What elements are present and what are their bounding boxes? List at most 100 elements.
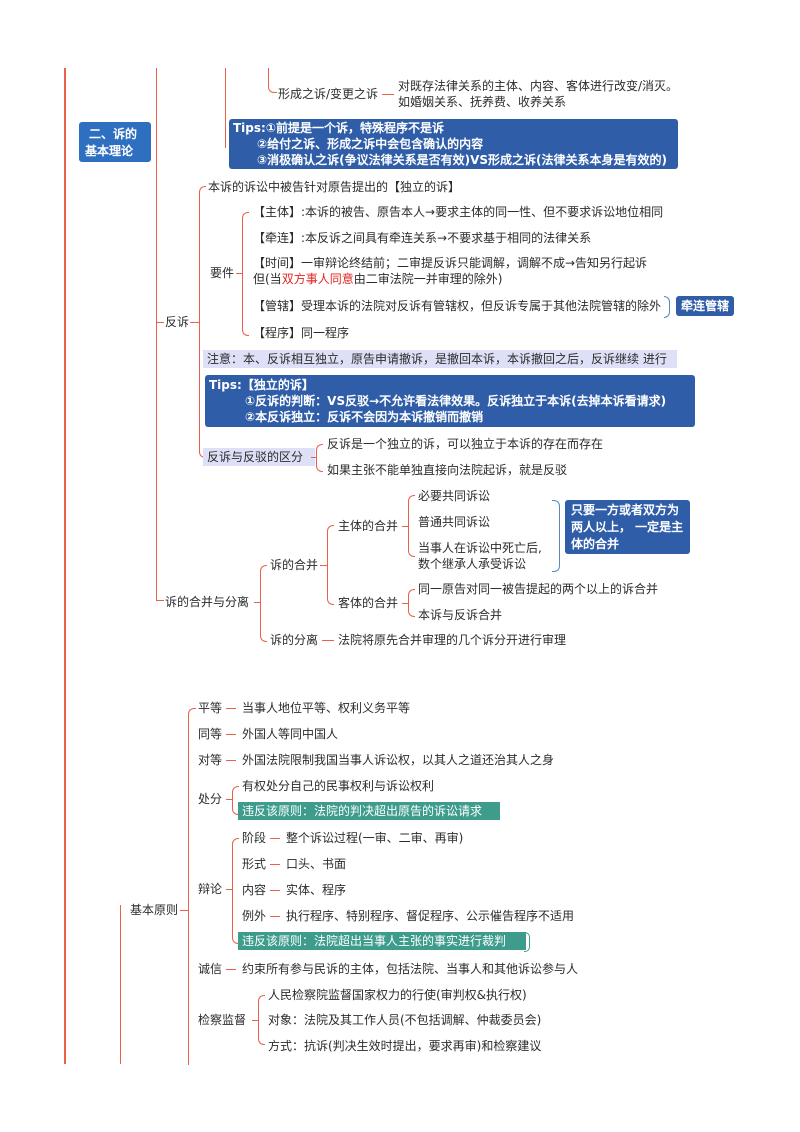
elements-label: 要件 (210, 266, 235, 280)
debate-exception-label: 例外 (242, 909, 267, 923)
time-suffix: 由二审法院一并审理的除外) (353, 272, 503, 286)
subject-note-bracket (552, 500, 560, 572)
reciprocal-label: 对等 (198, 753, 223, 767)
supervision-item-3: 方式：抗诉(判决生效时提出，要求再审)和检察建议 (268, 1039, 542, 1053)
supervision-label: 检察监督 (198, 1013, 247, 1027)
disposal-violation-text: 违反该原则：法院的判决超出原告的诉讼请求 (242, 804, 483, 818)
element-time-line2: 但(当双方事人同意由二审法院一并审理的除外) (253, 271, 502, 287)
debate-violation-bracket (524, 932, 530, 952)
supervision-brace (258, 995, 265, 1045)
object-merge-brace (408, 589, 415, 617)
section-title-box: 二、诉的 基本理论 (79, 122, 151, 162)
subject-note-line3: 体的合并 (571, 537, 620, 551)
element-subject: 【主体】:本诉的被告、原告本人→要求主体的同一性、但不要求诉讼地位相同 (253, 205, 664, 219)
subject-merge-label: 主体的合并 (338, 519, 399, 533)
debate-violation-text: 违反该原则：法院超出当事人主张的事实进行裁判 (242, 934, 507, 948)
merge-sub-brace (327, 525, 334, 605)
equality-desc: 当事人地位平等、权利义务平等 (242, 701, 411, 715)
counterclaim-brace (199, 186, 206, 458)
equality-label: 平等 (198, 701, 223, 715)
subject-item-3: 当事人在诉讼中死亡后, (418, 541, 542, 555)
debate-stem (226, 889, 232, 890)
forming-connector (268, 68, 277, 93)
tips1-line2: ②给付之诉、形成之诉中会包含确认的内容 (257, 137, 484, 151)
time-highlight: 双方事人同意 (281, 272, 354, 286)
disposal-desc: 有权处分自己的民事权利与诉讼权利 (242, 779, 435, 793)
same-dash (226, 734, 236, 735)
principles-stem (180, 910, 188, 911)
debate-form-label: 形式 (242, 857, 267, 871)
separation-dash (322, 640, 334, 641)
forming-desc-line1: 对既存法律关系的主体、内容、客体进行改变/消灭。 (398, 79, 679, 93)
debate-violation: 违反该原则：法院超出当事人主张的事实进行裁判 (238, 932, 526, 950)
subject-merge-brace (408, 495, 415, 557)
tips-box-1: Tips:①前提是一个诉，特殊程序不是诉 ②给付之诉、形成之诉中会包含确认的内容… (229, 119, 678, 169)
debate-stage-label: 阶段 (242, 831, 267, 845)
forming-branch-line (225, 68, 226, 148)
forming-label: 形成之诉/变更之诉 (278, 87, 379, 101)
counterclaim-note-text: 注意：本、反诉相互独立，原告申请撤诉，是撤回本诉，本诉撤回之后，反诉继续 进行 (207, 352, 667, 366)
debate-brace (232, 838, 239, 944)
section-title-line1: 二、诉的 (89, 127, 138, 141)
supervision-stem (252, 1020, 258, 1021)
counterclaim-stem (190, 322, 199, 323)
subject-merge-stem (402, 526, 408, 527)
forming-desc-line2: 如婚姻关系、抚养费、收养关系 (398, 95, 567, 109)
time-prefix: 但(当 (253, 272, 282, 286)
subject-note-line1: 只要一方或者双方为 (571, 503, 680, 517)
diff-label: 反诉与反驳的区分 (207, 450, 304, 464)
equality-dash (226, 708, 236, 709)
debate-label: 辩论 (198, 882, 223, 896)
counterclaim-definition: 本诉的诉讼中被告针对原告提出的【独立的诉】 (208, 180, 461, 194)
reciprocal-desc: 外国法院限制我国当事人诉讼权，以其人之道还治其人之身 (242, 753, 555, 767)
elements-brace (242, 212, 249, 336)
subject-note-line2: 两人以上， 一定是主 (571, 520, 684, 534)
disposal-violation: 违反该原则：法院的判决超出原告的诉讼请求 (238, 802, 500, 820)
diff-stem (311, 457, 316, 458)
debate-form-dash (270, 864, 280, 865)
same-desc: 外国人等同中国人 (242, 727, 339, 741)
subject-item-4: 数个继承人承受诉讼 (418, 557, 527, 571)
debate-content-dash (270, 890, 280, 891)
element-procedure: 【程序】同一程序 (253, 326, 350, 340)
merge-sub-stem (320, 565, 327, 566)
integrity-desc: 约束所有参与民诉的主体，包括法院、当事人和其他诉讼参与人 (242, 962, 579, 976)
merge-label: 诉的合并 (270, 558, 319, 572)
diff-item-1: 反诉是一个独立的诉，可以独立于本诉的存在而存在 (327, 437, 604, 451)
jurisdiction-tag-text: 牵连管辖 (681, 299, 730, 313)
debate-stage-dash (270, 838, 280, 839)
tips-box-2: Tips:【独立的诉】 ①反诉的判断：VS反驳→不允许看法律效果。反诉独立于本诉… (205, 375, 695, 427)
integrity-dash (226, 969, 236, 970)
jurisdiction-tag: 牵连管辖 (676, 296, 734, 316)
tips2-line3: ②本反诉独立：反诉不会因为本诉撤销而撤销 (245, 410, 484, 424)
separation-desc: 法院将原先合并审理的几个诉分开进行审理 (338, 633, 567, 647)
main-trunk-line (64, 68, 66, 1064)
object-merge-stem (402, 603, 408, 604)
elements-stem (236, 273, 242, 274)
debate-stage: 整个诉讼过程(一审、二审、再审) (286, 831, 464, 845)
debate-exception: 执行程序、特别程序、督促程序、公示催告程序不适用 (286, 909, 575, 923)
tips2-line1: Tips:【独立的诉】 (209, 378, 314, 392)
counterclaim-connector (156, 322, 164, 323)
debate-content-label: 内容 (242, 883, 267, 897)
jurisdiction-bracket (664, 296, 670, 318)
principles-label: 基本原则 (130, 903, 179, 917)
diff-item-2: 如果主张不能单独直接向法院起诉，就是反驳 (327, 463, 568, 477)
counterclaim-note: 注意：本、反诉相互独立，原告申请撤诉，是撤回本诉，本诉撤回之后，反诉继续 进行 (203, 350, 677, 368)
merge-sep-label: 诉的合并与分离 (165, 595, 250, 609)
diff-label-box: 反诉与反驳的区分 (203, 448, 315, 466)
principles-branch-line (120, 905, 121, 1064)
reciprocal-dash (226, 760, 236, 761)
disposal-label: 处分 (198, 792, 223, 806)
element-jurisdiction: 【管辖】受理本诉的法院对反诉有管辖权，但反诉专属于其他法院管辖的除外 (253, 299, 662, 313)
disposal-stem (226, 799, 232, 800)
object-merge-label: 客体的合并 (338, 596, 399, 610)
debate-form: 口头、书面 (286, 857, 347, 871)
separation-label: 诉的分离 (270, 633, 319, 647)
counterclaim-label: 反诉 (165, 315, 190, 329)
tips2-line2: ①反诉的判断：VS反驳→不允许看法律效果。反诉独立于本诉(去掉本诉看请求) (245, 394, 667, 408)
supervision-item-1: 人民检察院监督国家权力的行使(审判权&执行权) (268, 988, 527, 1002)
merge-connector (156, 600, 164, 601)
forming-dash (382, 94, 394, 95)
merge-stem (254, 602, 260, 603)
